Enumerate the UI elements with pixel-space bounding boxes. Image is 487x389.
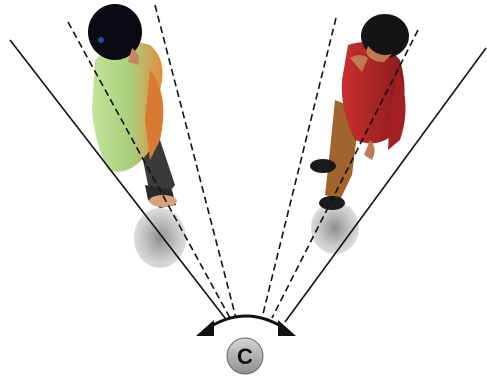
left-person-figure: [88, 4, 177, 208]
rotation-arc: [196, 316, 296, 336]
camera-label: C: [237, 344, 253, 369]
left-person-shadow: [134, 208, 186, 268]
right-arrowhead-icon: [278, 320, 296, 336]
right-person-figure: [310, 14, 409, 210]
camera-node: C: [227, 338, 263, 374]
left-arrowhead-icon: [196, 320, 214, 336]
